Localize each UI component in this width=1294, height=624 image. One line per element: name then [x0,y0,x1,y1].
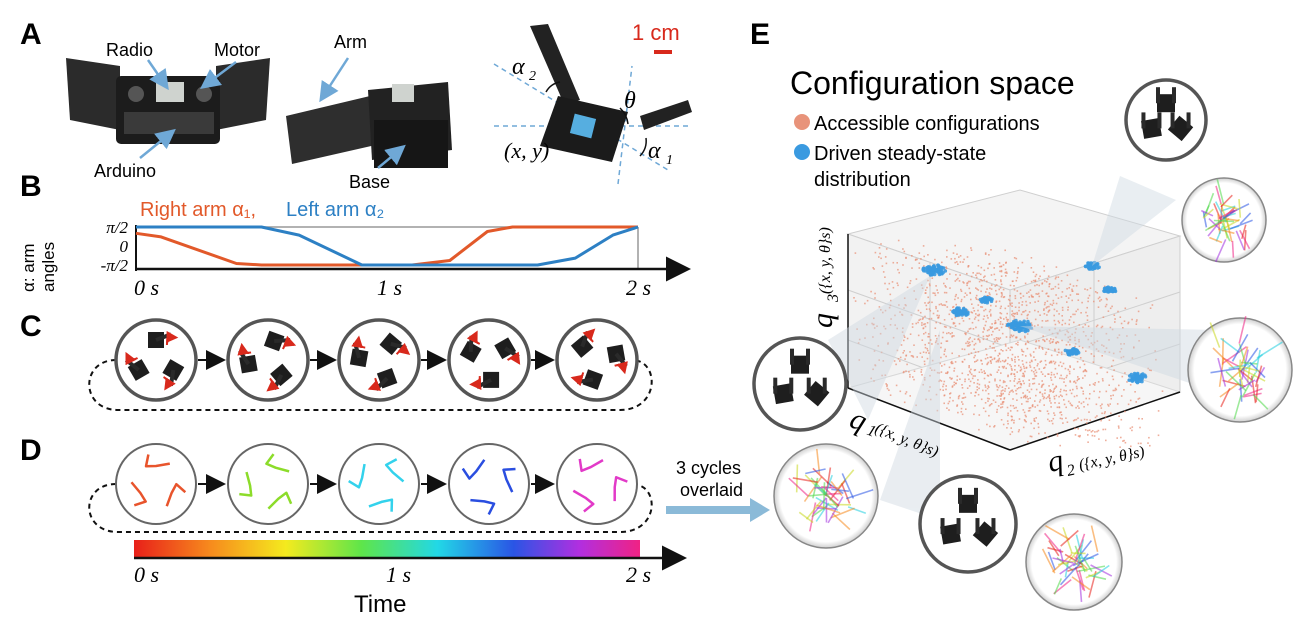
inset-overlay-right [1187,316,1293,423]
axis-q2-label: q [1045,443,1067,478]
inset-overlay-top [1181,177,1267,263]
y-tick-label: 0 [120,237,129,256]
label-alpha1-sub: 1 [666,153,673,168]
panel-label-a: A [20,18,42,51]
configuration-circle [115,443,197,525]
legend-right-arm: Right arm α₁, [140,199,256,221]
label-radio: Radio [106,40,153,60]
time-tick-1: 1 s [386,562,411,587]
robot-front-photo [66,58,270,144]
robot-top-view [493,24,692,185]
label-alpha2-sub: 2 [529,69,536,84]
inset-photo-left [752,336,848,432]
label-arm: Arm [334,32,367,52]
y-label-line2: angles [39,242,58,292]
scale-bar-label: 1 cm [632,20,680,45]
configuration-circle [338,443,420,525]
inset-overlay-cycles [773,443,879,549]
series-line [136,225,639,267]
axis-q3-label: q [806,313,839,328]
configuration-circle [227,443,309,525]
axis-q2-line [1009,391,1181,451]
arrow-arduino [139,128,176,159]
y-label-line1: α: arm [19,243,38,292]
overlay-arrowhead [750,498,770,522]
arrow-radio [146,59,169,91]
y-tick-label: π/2 [106,218,128,237]
axis-q1-line [847,387,1011,451]
x-tick-label: 2 s [626,275,651,300]
robot-photo-circle [555,318,639,402]
configuration-sequence [88,443,653,533]
robot-photo-circle [114,318,198,402]
label-alpha2: α [512,54,525,80]
panel-label-d: D [20,434,42,467]
x-tick-label: 1 s [377,275,402,300]
x-tick-label: 0 s [134,275,159,300]
axis-q3-sub: 3 [825,294,842,303]
legend-driven-1: Driven steady-state [814,143,986,165]
inset-overlay-bottom [1025,513,1123,611]
legend-driven-dot [794,144,810,160]
arrow-arm [319,57,350,103]
label-theta: θ [624,88,636,114]
panel-label-c: C [20,310,42,343]
legend-driven-2: distribution [814,169,911,191]
panel-label-e: E [750,18,770,51]
robot-photo-circle [337,318,421,402]
time-colorbar [134,540,640,558]
cycle-loop-c [88,359,653,411]
y-tick-label: -π/2 [101,256,129,275]
legend-left-arm: Left arm α₂ [286,199,384,221]
arrow-base [377,144,406,169]
robot-photo-circle [447,318,531,402]
label-motor: Motor [214,40,260,60]
time-label: Time [354,591,406,618]
robot-photo-sequence [88,318,653,411]
configuration-circle [448,443,530,525]
legend-accessible: Accessible configurations [814,113,1040,135]
robot-angled-photo [286,82,452,168]
time-tick-2: 2 s [626,562,651,587]
configuration-space-title: Configuration space [790,65,1075,101]
axis-q3-arg: ({x, y, θ}s) [817,227,834,294]
label-base: Base [349,172,390,192]
label-alpha1: α [648,138,661,164]
inset-photo-top [1124,78,1208,162]
label-arduino: Arduino [94,161,156,181]
axis-q2-sub: 2 [1065,462,1076,480]
arrow-motor [200,61,237,89]
configuration-insets [752,78,1293,611]
configuration-scatter [853,239,1164,448]
projection-cones [828,176,1240,520]
axis-q2-arg: ({x, y, θ}s) [1077,443,1146,474]
time-tick-0: 0 s [134,562,159,587]
legend-accessible-dot [794,114,810,130]
robot-photo-circle [226,318,310,402]
panel-label-b: B [20,170,42,203]
cycle-loop-d [88,483,653,533]
overlay-label-1: 3 cycles [676,458,741,478]
overlay-label-2: overlaid [680,480,743,500]
inset-photo-bottom [918,474,1018,574]
configuration-circle [556,443,638,525]
label-position: (x, y) [504,138,549,163]
arm-angle-chart: π/20-π/2 0 s 1 s 2 s [101,218,691,300]
